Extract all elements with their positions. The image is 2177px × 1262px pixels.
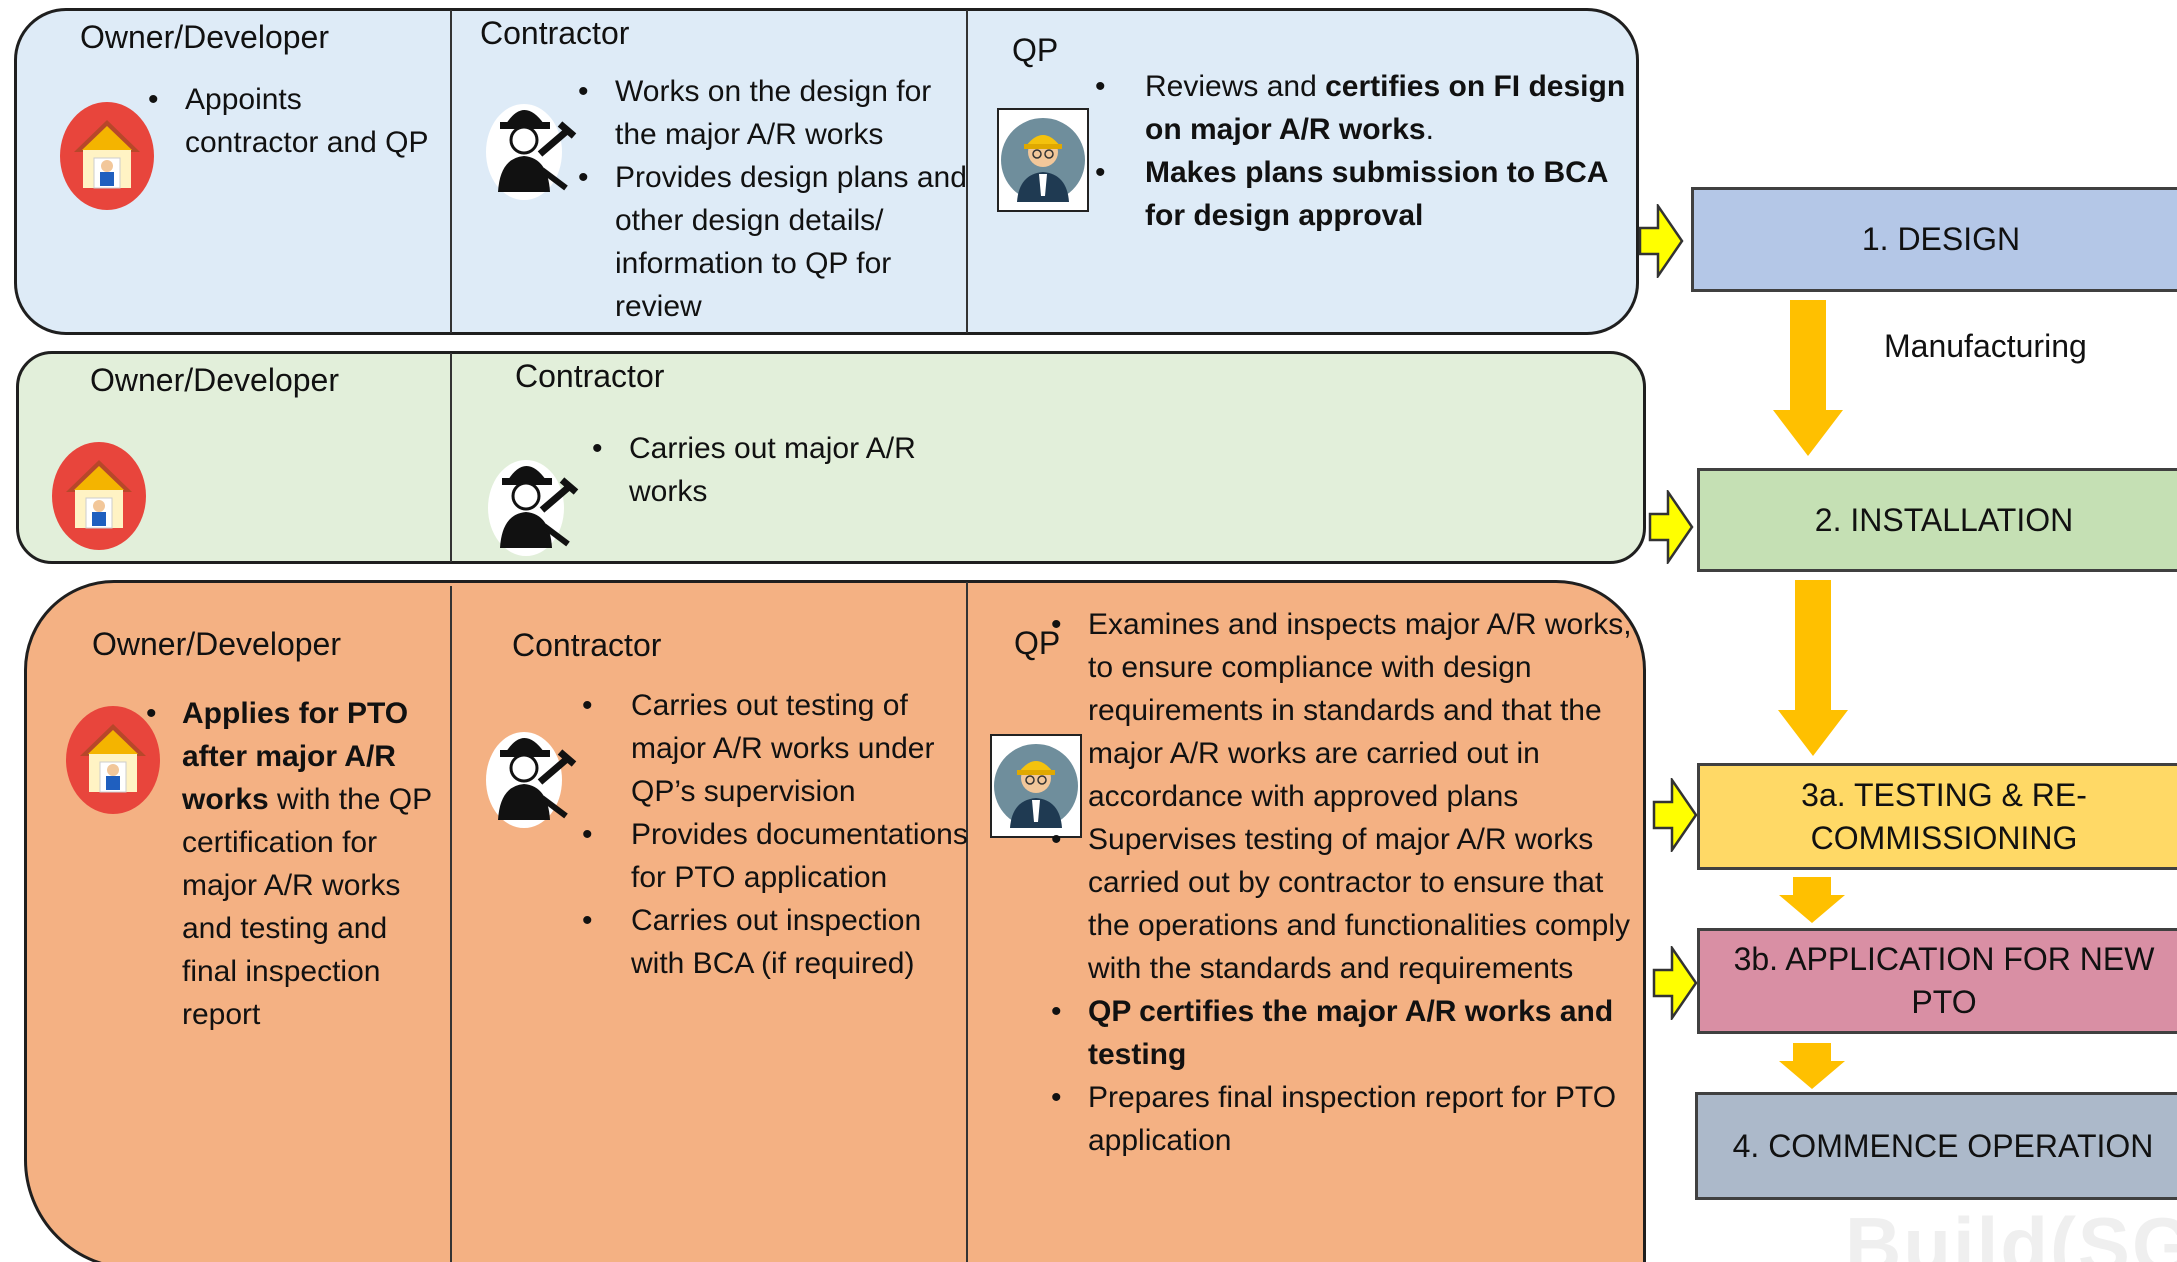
testing-contractor-header: Contractor (512, 627, 662, 663)
watermark-logo: Build(SG) (1845, 1201, 2177, 1262)
house-icon (58, 100, 156, 217)
design-contractor-header: Contractor (480, 15, 630, 51)
column-divider (966, 10, 968, 333)
down-arrow-icon (1773, 300, 1843, 461)
down-arrow-icon (1778, 580, 1848, 761)
yellow-arrow-icon (1652, 775, 1698, 857)
column-divider (450, 10, 452, 333)
design-qp-bullets: •Reviews and certifies on FI design on m… (1095, 70, 1626, 232)
manufacturing-label: Manufacturing (1884, 328, 2087, 364)
column-divider (966, 582, 968, 1262)
design-owner-header: Owner/Developer (80, 19, 329, 55)
yellow-arrow-icon (1648, 487, 1694, 569)
house-icon (64, 704, 162, 821)
design-owner-bullet: • Appoints contractor and QP (148, 83, 429, 159)
stage-commence: 4. COMMENCE OPERATION (1695, 1092, 2177, 1200)
stage-installation: 2. INSTALLATION (1697, 468, 2177, 572)
worker-icon (484, 718, 580, 835)
design-qp-header: QP (1012, 32, 1059, 68)
testing-qp-header: QP (1014, 625, 1061, 661)
testing-owner-header: Owner/Developer (92, 626, 341, 662)
testing-contractor-bullets: •Carries out testing of major A/R works … (582, 689, 968, 980)
install-owner-header: Owner/Developer (90, 362, 339, 398)
house-icon (50, 440, 148, 557)
column-divider (450, 353, 452, 562)
worker-icon (484, 90, 580, 207)
down-arrow-icon (1779, 877, 1845, 928)
install-contractor-bullet: •Carries out major A/R works (592, 432, 916, 508)
testing-owner-bullet: • Applies for PTO after major A/R works … (146, 697, 432, 1031)
installation-row-panel (16, 351, 1646, 564)
column-divider (450, 586, 452, 1262)
worker-icon (486, 446, 582, 563)
stage-testing: 3a. TESTING & RE-COMMISSIONING (1697, 763, 2177, 870)
engineer-icon (997, 108, 1089, 212)
stage-application: 3b. APPLICATION FOR NEW PTO (1697, 928, 2177, 1034)
yellow-arrow-icon (1638, 201, 1684, 283)
down-arrow-icon (1779, 1043, 1845, 1094)
install-contractor-header: Contractor (515, 358, 665, 394)
yellow-arrow-icon (1652, 943, 1698, 1025)
engineer-icon (990, 734, 1082, 838)
testing-row-panel (24, 580, 1646, 1262)
design-row-panel (14, 8, 1639, 335)
design-contractor-bullets: •Works on the design for the major A/R w… (578, 75, 967, 323)
stage-design: 1. DESIGN (1691, 187, 2177, 292)
testing-qp-bullets: •Examines and inspects major A/R works, … (1051, 608, 1632, 1157)
